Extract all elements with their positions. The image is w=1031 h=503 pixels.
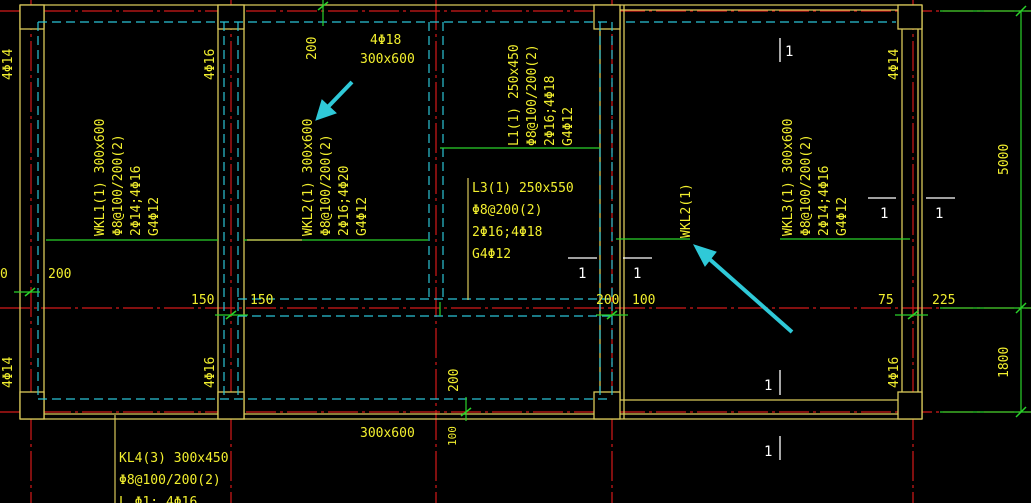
wkl3-line-1: WKL3(1) 300x600 (781, 119, 796, 236)
column-7 (593, 391, 621, 420)
wkl1-line-4: G4Φ12 (147, 197, 162, 236)
dim-225: 225 (932, 293, 955, 308)
dim-100-bottom: 100 (446, 426, 459, 446)
dim-200-mid: 200 (596, 293, 619, 308)
section-1-top: 1 (785, 44, 793, 60)
label-4d14-bottom-left: 4Φ14 (1, 357, 16, 388)
beam-top-rebar: 4Φ18 (370, 33, 401, 48)
section-1-right-b: 1 (935, 206, 943, 222)
wkl2-line-4: G4Φ12 (355, 197, 370, 236)
kl4-line-3: L Φ1; 4Φ16 (119, 495, 197, 503)
column-2 (217, 4, 245, 30)
wkl1-line-3: 2Φ14;4Φ16 (129, 166, 144, 236)
column-5 (19, 391, 45, 420)
dim-200-left: 200 (48, 267, 71, 282)
l3-line-3: 2Φ16;4Φ18 (472, 225, 542, 240)
dim-5000: 5000 (997, 144, 1012, 175)
label-4d14-top-right: 4Φ14 (887, 49, 902, 80)
l1-line-3: 2Φ16;4Φ18 (543, 76, 558, 146)
annotation-arrows (315, 80, 794, 334)
section-marks (568, 38, 955, 460)
wkl2-short-label: WKL2(1) (679, 183, 694, 238)
l1-line-1: L1(1) 250x450 (507, 44, 522, 146)
wkl1-line-2: Φ8@100/200(2) (111, 134, 126, 236)
wkl1-annotation: WKL1(1) 300x600 Φ8@100/200(2) 2Φ14;4Φ16 … (93, 119, 162, 236)
l1-annotation: L1(1) 250x450 Φ8@100/200(2) 2Φ16;4Φ18 G4… (507, 44, 576, 146)
dim-75: 75 (878, 293, 894, 308)
arrow-top (323, 80, 354, 112)
column-3 (593, 4, 621, 30)
column-1 (19, 4, 45, 30)
l1-line-4: G4Φ12 (561, 107, 576, 146)
wkl3-line-2: Φ8@100/200(2) (799, 134, 814, 236)
wkl2-line-2: Φ8@100/200(2) (319, 134, 334, 236)
beam-top-size: 300x600 (360, 52, 415, 67)
label-4d14-top-left: 4Φ14 (1, 49, 16, 80)
section-1-right-a: 1 (880, 206, 888, 222)
dim-100-mid: 100 (632, 293, 655, 308)
wkl2-annotation: WKL2(1) 300x600 Φ8@100/200(2) 2Φ16;4Φ20 … (301, 119, 370, 236)
label-4d16-bottom-right: 4Φ16 (887, 357, 902, 388)
dim-200-top: 200 (305, 37, 320, 60)
arrow-right-head (692, 244, 717, 267)
hidden-beam-lines (37, 21, 896, 400)
columns (19, 4, 923, 420)
section-1-mid-a: 1 (578, 266, 586, 282)
label-4d16-bottom-mid: 4Φ16 (203, 357, 218, 388)
dim-150-b: 150 (250, 293, 273, 308)
wkl2-line-1: WKL2(1) 300x600 (301, 119, 316, 236)
l3-annotation: L3(1) 250x550 Φ8@200(2) 2Φ16;4Φ18 G4Φ12 (472, 181, 574, 262)
dim-0-left: 0 (0, 267, 8, 282)
dimension-lines (14, 0, 1031, 421)
wkl3-line-4: G4Φ12 (835, 197, 850, 236)
column-4 (897, 4, 923, 30)
wkl1-line-1: WKL1(1) 300x600 (93, 119, 108, 236)
arrow-top-head (315, 99, 337, 121)
l3-line-2: Φ8@200(2) (472, 203, 542, 218)
dim-1800: 1800 (997, 347, 1012, 378)
kl4-annotation: KL4(3) 300x450 Φ8@100/200(2) L Φ1; 4Φ16 (119, 451, 229, 503)
section-1-mid-b: 1 (633, 266, 641, 282)
section-1-bottom: 1 (764, 444, 772, 460)
tick-marks (24, 1, 1027, 418)
section-numbers: 1 1 1 1 1 1 1 (578, 44, 943, 460)
dim-200-bottom: 200 (447, 369, 462, 392)
section-1-lower: 1 (764, 378, 772, 394)
wkl3-line-3: 2Φ14;4Φ16 (817, 166, 832, 236)
leader-lines (114, 178, 469, 503)
annotation-text: 4Φ14 4Φ16 4Φ14 4Φ14 4Φ16 4Φ16 200 200 10… (0, 33, 1012, 503)
l1-line-2: Φ8@100/200(2) (525, 44, 540, 146)
column-8 (897, 391, 923, 420)
beam-bottom-size: 300x600 (360, 426, 415, 441)
l3-line-1: L3(1) 250x550 (472, 181, 574, 196)
column-6 (217, 391, 245, 420)
wkl2-line-3: 2Φ16;4Φ20 (337, 166, 352, 236)
kl4-line-2: Φ8@100/200(2) (119, 473, 221, 488)
kl4-line-1: KL4(3) 300x450 (119, 451, 229, 466)
dim-150-a: 150 (191, 293, 214, 308)
l3-line-4: G4Φ12 (472, 247, 511, 262)
label-4d16-top-mid: 4Φ16 (203, 49, 218, 80)
wkl3-annotation: WKL3(1) 300x600 Φ8@100/200(2) 2Φ14;4Φ16 … (781, 119, 850, 236)
arrow-right (704, 254, 794, 334)
beam-outlines (19, 4, 923, 420)
